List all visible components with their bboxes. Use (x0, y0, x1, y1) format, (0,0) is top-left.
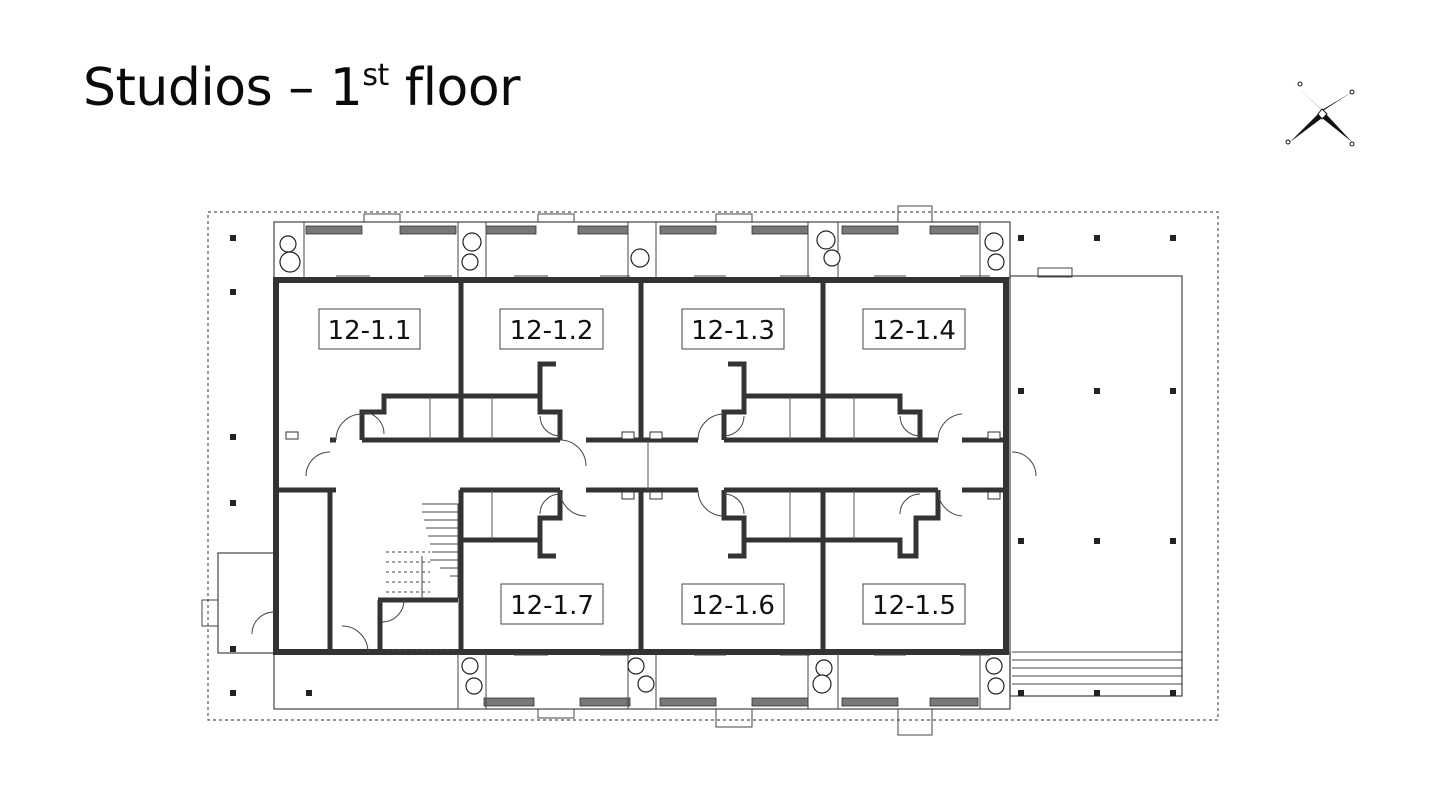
unit-label-12-1-6: 12-1.6 (681, 583, 785, 625)
unit-label-12-1-1: 12-1.1 (318, 308, 421, 350)
compass-rose-icon (1285, 81, 1355, 147)
columns (230, 235, 1176, 696)
windows (336, 275, 990, 656)
unit-label-12-1-4: 12-1.4 (862, 308, 966, 350)
unit-label-text: 12-1.5 (872, 591, 956, 621)
title-end: floor (388, 58, 521, 118)
page-title: Studios – 1st floor (83, 61, 521, 115)
west-door-frame (201, 599, 219, 627)
stairs (386, 503, 459, 651)
unit-label-12-1-7: 12-1.7 (500, 583, 604, 625)
plants (279, 230, 1005, 695)
bath-fixtures (429, 396, 855, 540)
unit-label-12-1-3: 12-1.3 (681, 308, 785, 350)
west-entry (217, 552, 275, 654)
unit-label-12-1-5: 12-1.5 (862, 583, 966, 625)
title-superscript: st (362, 58, 389, 93)
site-boundary (207, 211, 1219, 721)
unit-label-text: 12-1.3 (691, 316, 775, 346)
unit-label-text: 12-1.2 (510, 316, 594, 346)
title-main: Studios – 1 (83, 58, 363, 118)
unit-label-text: 12-1.1 (328, 316, 412, 346)
terrace-dividers (303, 205, 981, 736)
door-swings (251, 411, 1037, 653)
vents (285, 431, 1001, 500)
east-steps (1012, 651, 1182, 685)
unit-label-12-1-2: 12-1.2 (499, 308, 604, 350)
interior-walls (276, 280, 1006, 652)
east-deck (1009, 275, 1183, 697)
unit-label-text: 12-1.7 (510, 591, 594, 621)
unit-label-text: 12-1.6 (691, 591, 775, 621)
unit-label-text: 12-1.4 (872, 316, 956, 346)
